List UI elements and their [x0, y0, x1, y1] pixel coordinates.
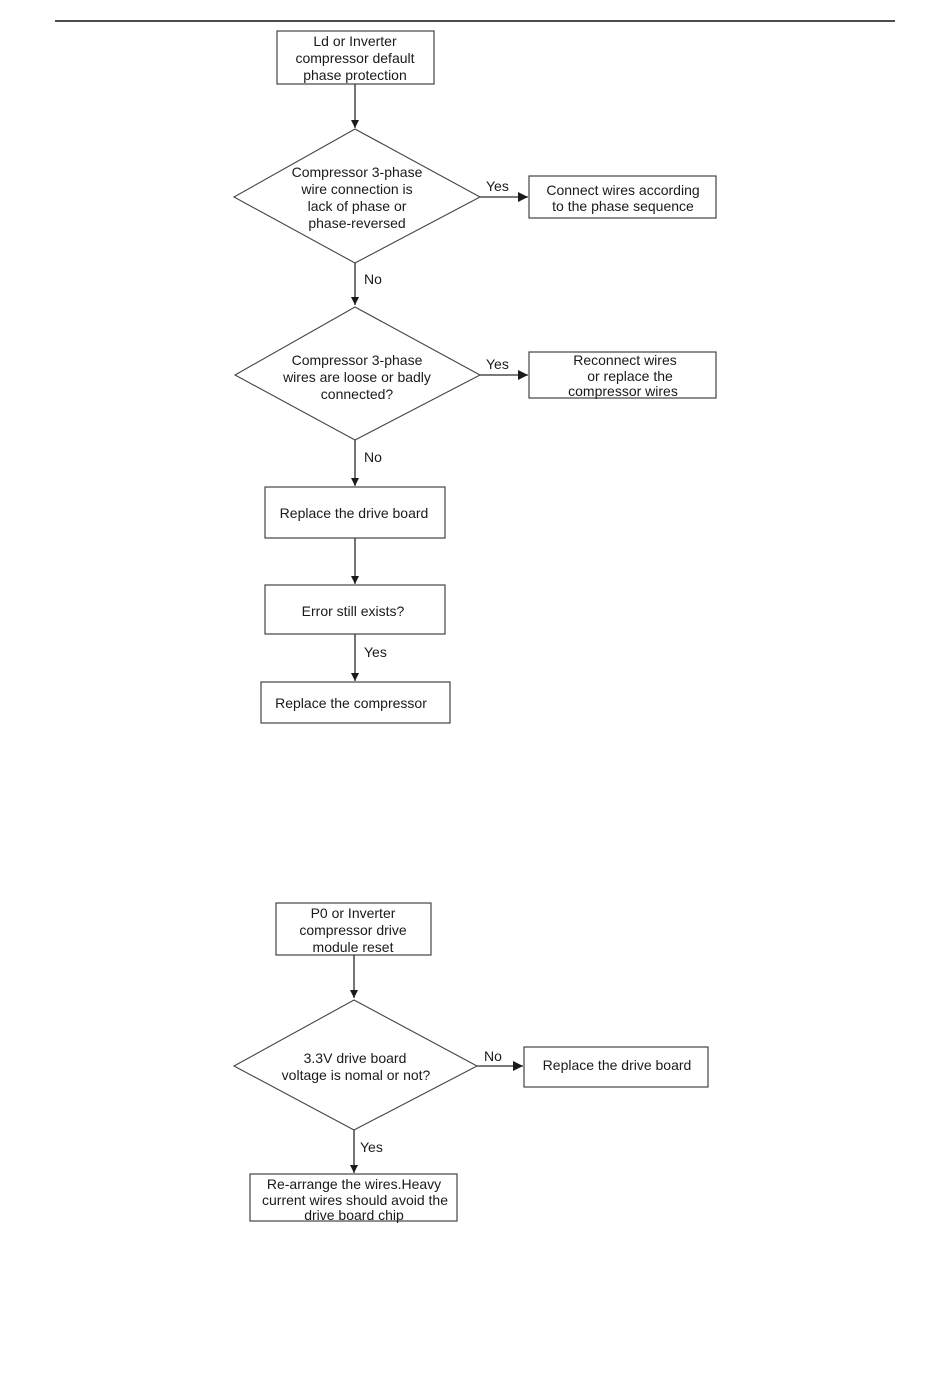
p0-voltage-yes-label: Yes — [360, 1139, 383, 1155]
p0-flowchart: P0 or Inverter compressor drive module r… — [232, 902, 709, 1223]
p0-voltage-no-label: No — [484, 1048, 502, 1064]
p0-rearrange-wires-line-1: Re-arrange the wires.Heavy — [267, 1176, 441, 1192]
ld-loose-no-label: No — [364, 449, 382, 465]
ld-decision-loose: Compressor 3-phase wires are loose or ba… — [233, 306, 482, 441]
ld-reconnect-wires-line-1: Reconnect wires — [573, 352, 677, 368]
p0-decision-voltage-line-1: 3.3V drive board — [304, 1050, 407, 1066]
ld-start-box: Ld or Inverter compressor default phase … — [276, 30, 435, 85]
ld-decision-phase-line-3: lack of phase or — [308, 198, 407, 214]
ld-decision-loose-line-2: wires are loose or badly — [282, 369, 431, 385]
ld-decision-phase-line-4: phase-reversed — [308, 215, 405, 231]
ld-connect-wires-box: Connect wires according to the phase seq… — [528, 175, 717, 219]
p0-rearrange-wires-line-2: current wires should avoid the — [262, 1192, 448, 1208]
ld-decision-phase: Compressor 3-phase wire connection is la… — [232, 128, 482, 264]
ld-decision-phase-line-1: Compressor 3-phase — [292, 164, 423, 180]
ld-reconnect-wires-line-3: compressor wires — [568, 383, 678, 399]
p0-rearrange-wires-box: Re-arrange the wires.Heavy current wires… — [249, 1173, 458, 1223]
p0-start-line-2: compressor drive — [299, 922, 407, 938]
p0-decision-voltage: 3.3V drive board voltage is nomal or not… — [232, 999, 479, 1131]
p0-start-line-1: P0 or Inverter — [311, 905, 396, 921]
p0-start-box: P0 or Inverter compressor drive module r… — [275, 902, 432, 956]
p0-rearrange-wires-line-3: drive board chip — [304, 1207, 404, 1223]
ld-connect-wires-line-1: Connect wires according — [546, 182, 699, 198]
ld-phase-yes-label: Yes — [486, 178, 509, 194]
ld-start-line-2: compressor default — [295, 50, 414, 66]
ld-error-still-exists-text: Error still exists? — [302, 603, 405, 619]
p0-start-line-3: module reset — [313, 939, 394, 955]
p0-replace-drive-board-text: Replace the drive board — [543, 1057, 692, 1073]
p0-decision-voltage-line-2: voltage is nomal or not? — [282, 1067, 431, 1083]
ld-replace-drive-board-box: Replace the drive board — [264, 486, 446, 539]
ld-start-line-1: Ld or Inverter — [313, 33, 397, 49]
ld-error-still-exists-box: Error still exists? — [264, 584, 446, 635]
ld-connect-wires-line-2: to the phase sequence — [552, 198, 694, 214]
p0-replace-drive-board-box: Replace the drive board — [523, 1046, 709, 1088]
ld-replace-compressor-box: Replace the compressor — [260, 681, 451, 724]
ld-start-line-3: phase protection — [303, 67, 407, 83]
ld-decision-phase-line-2: wire connection is — [300, 181, 412, 197]
ld-decision-loose-line-3: connected? — [321, 386, 394, 402]
ld-replace-compressor-text: Replace the compressor — [275, 695, 427, 711]
ld-replace-drive-board-text: Replace the drive board — [280, 505, 429, 521]
ld-phase-no-label: No — [364, 271, 382, 287]
ld-error-yes-label: Yes — [364, 644, 387, 660]
ld-reconnect-wires-box: Reconnect wires or replace the compresso… — [528, 351, 717, 399]
ld-flowchart: Ld or Inverter compressor default phase … — [232, 30, 717, 724]
ld-reconnect-wires-line-2: or replace the — [587, 368, 673, 384]
ld-decision-loose-line-1: Compressor 3-phase — [292, 352, 423, 368]
ld-loose-yes-label: Yes — [486, 356, 509, 372]
